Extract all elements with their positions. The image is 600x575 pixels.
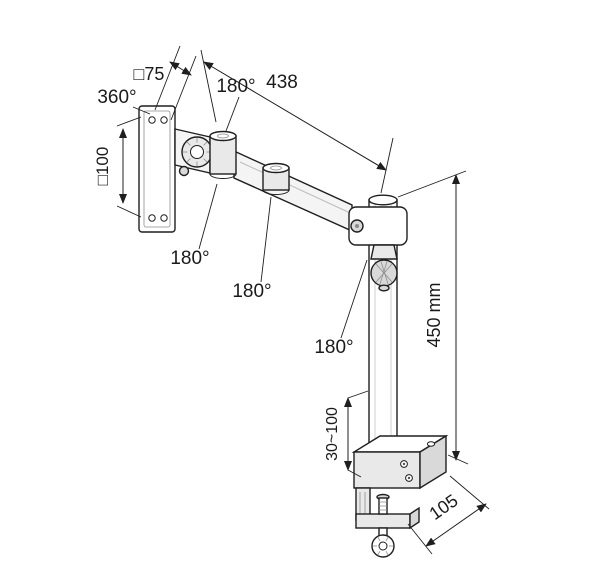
pole-height-label: 450 mm: [424, 282, 444, 347]
tilt-screw: [178, 165, 190, 177]
mid-joint: [262, 162, 290, 195]
swivel-pole-label: 180°: [314, 337, 353, 358]
knob-grip-ticks: [372, 536, 394, 556]
clamp-side-face: [419, 434, 447, 490]
swivel-top-label: 180°: [216, 76, 255, 97]
vesa-plate: [138, 105, 176, 233]
dim-swivel-mid: 180°: [232, 196, 272, 302]
arm-reach-label: 438: [266, 72, 298, 93]
swivel-joint-top: [209, 130, 237, 179]
vesa-hole: [160, 116, 168, 124]
vesa-100-label: □100: [93, 147, 112, 186]
tilt-joint: [174, 128, 213, 177]
vesa-hole: [160, 214, 168, 222]
rotation-label: 360°: [97, 87, 136, 108]
dim-swivel-pole: 180°: [314, 259, 368, 358]
dim-pole-height: 450 mm: [397, 170, 469, 465]
dim-swivel-top: 180°: [216, 76, 256, 132]
dim-clamp-range: 30~100: [324, 390, 369, 478]
arm: [233, 149, 353, 233]
clamp-front-face: [353, 451, 421, 489]
dim-swivel-vesa: 180°: [170, 183, 218, 269]
clamp-bottom-jaw: [355, 513, 411, 529]
vesa-hole: [148, 116, 156, 124]
dim-arm-reach: 438: [200, 49, 394, 194]
clamp-screw-knob: [371, 493, 395, 558]
clamp-range-label: 30~100: [324, 407, 341, 461]
swivel-mid-label: 180°: [232, 281, 271, 302]
swivel-vesa-label: 180°: [170, 248, 209, 269]
vesa-hole: [148, 214, 156, 222]
pole-clamp-joint: [348, 206, 408, 246]
dim-rotation: 360°: [97, 87, 151, 115]
pole-cap: [368, 194, 398, 206]
clamp-depth-label: 105: [426, 490, 462, 524]
dim-vesa-100: □100: [93, 116, 142, 218]
vesa-75-label: □75: [134, 64, 165, 84]
thumbscrew: [370, 244, 398, 292]
dim-vesa-75: □75: [134, 45, 197, 121]
thumbscrew-knurling: [375, 261, 393, 285]
